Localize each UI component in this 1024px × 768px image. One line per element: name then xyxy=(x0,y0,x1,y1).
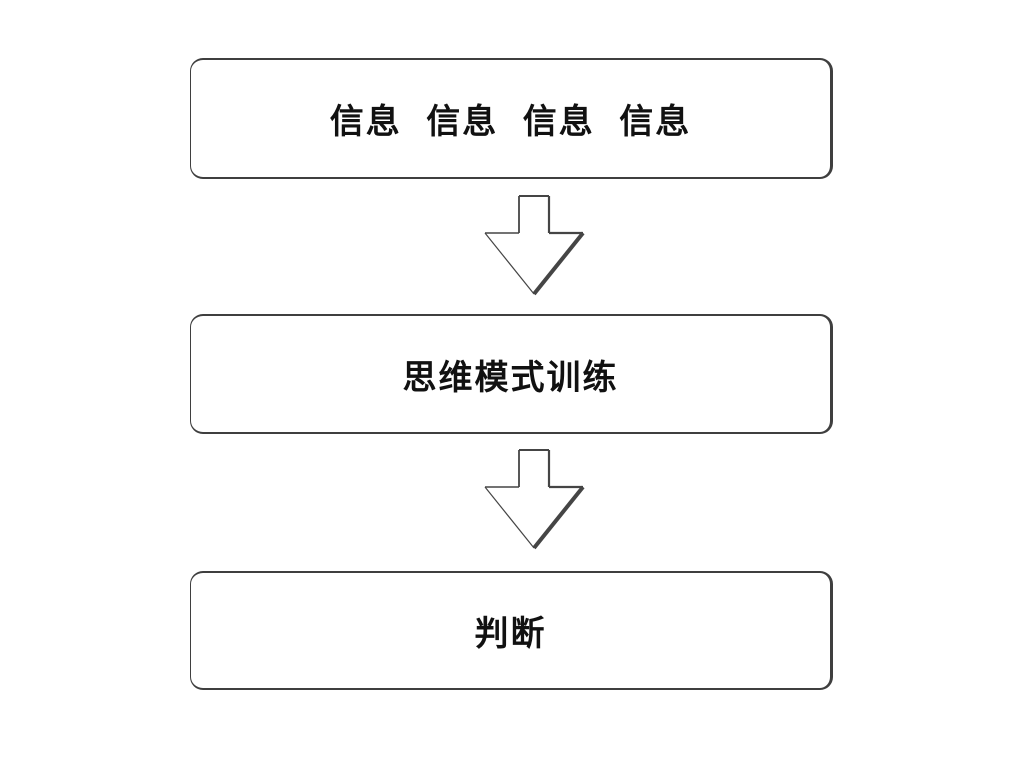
flow-box-training-label: 思维模式训练 xyxy=(402,359,619,397)
down-block-arrow-icon xyxy=(482,195,586,297)
flow-box-judgment: 判断 xyxy=(190,571,833,690)
flow-box-information: 信息 信息 信息 信息 xyxy=(190,58,833,179)
flow-box-training: 思维模式训练 xyxy=(190,314,833,434)
flow-box-information-label: 信息 信息 信息 信息 xyxy=(329,104,692,141)
flow-box-judgment-label: 判断 xyxy=(474,616,547,653)
down-block-arrow-icon xyxy=(482,449,586,551)
